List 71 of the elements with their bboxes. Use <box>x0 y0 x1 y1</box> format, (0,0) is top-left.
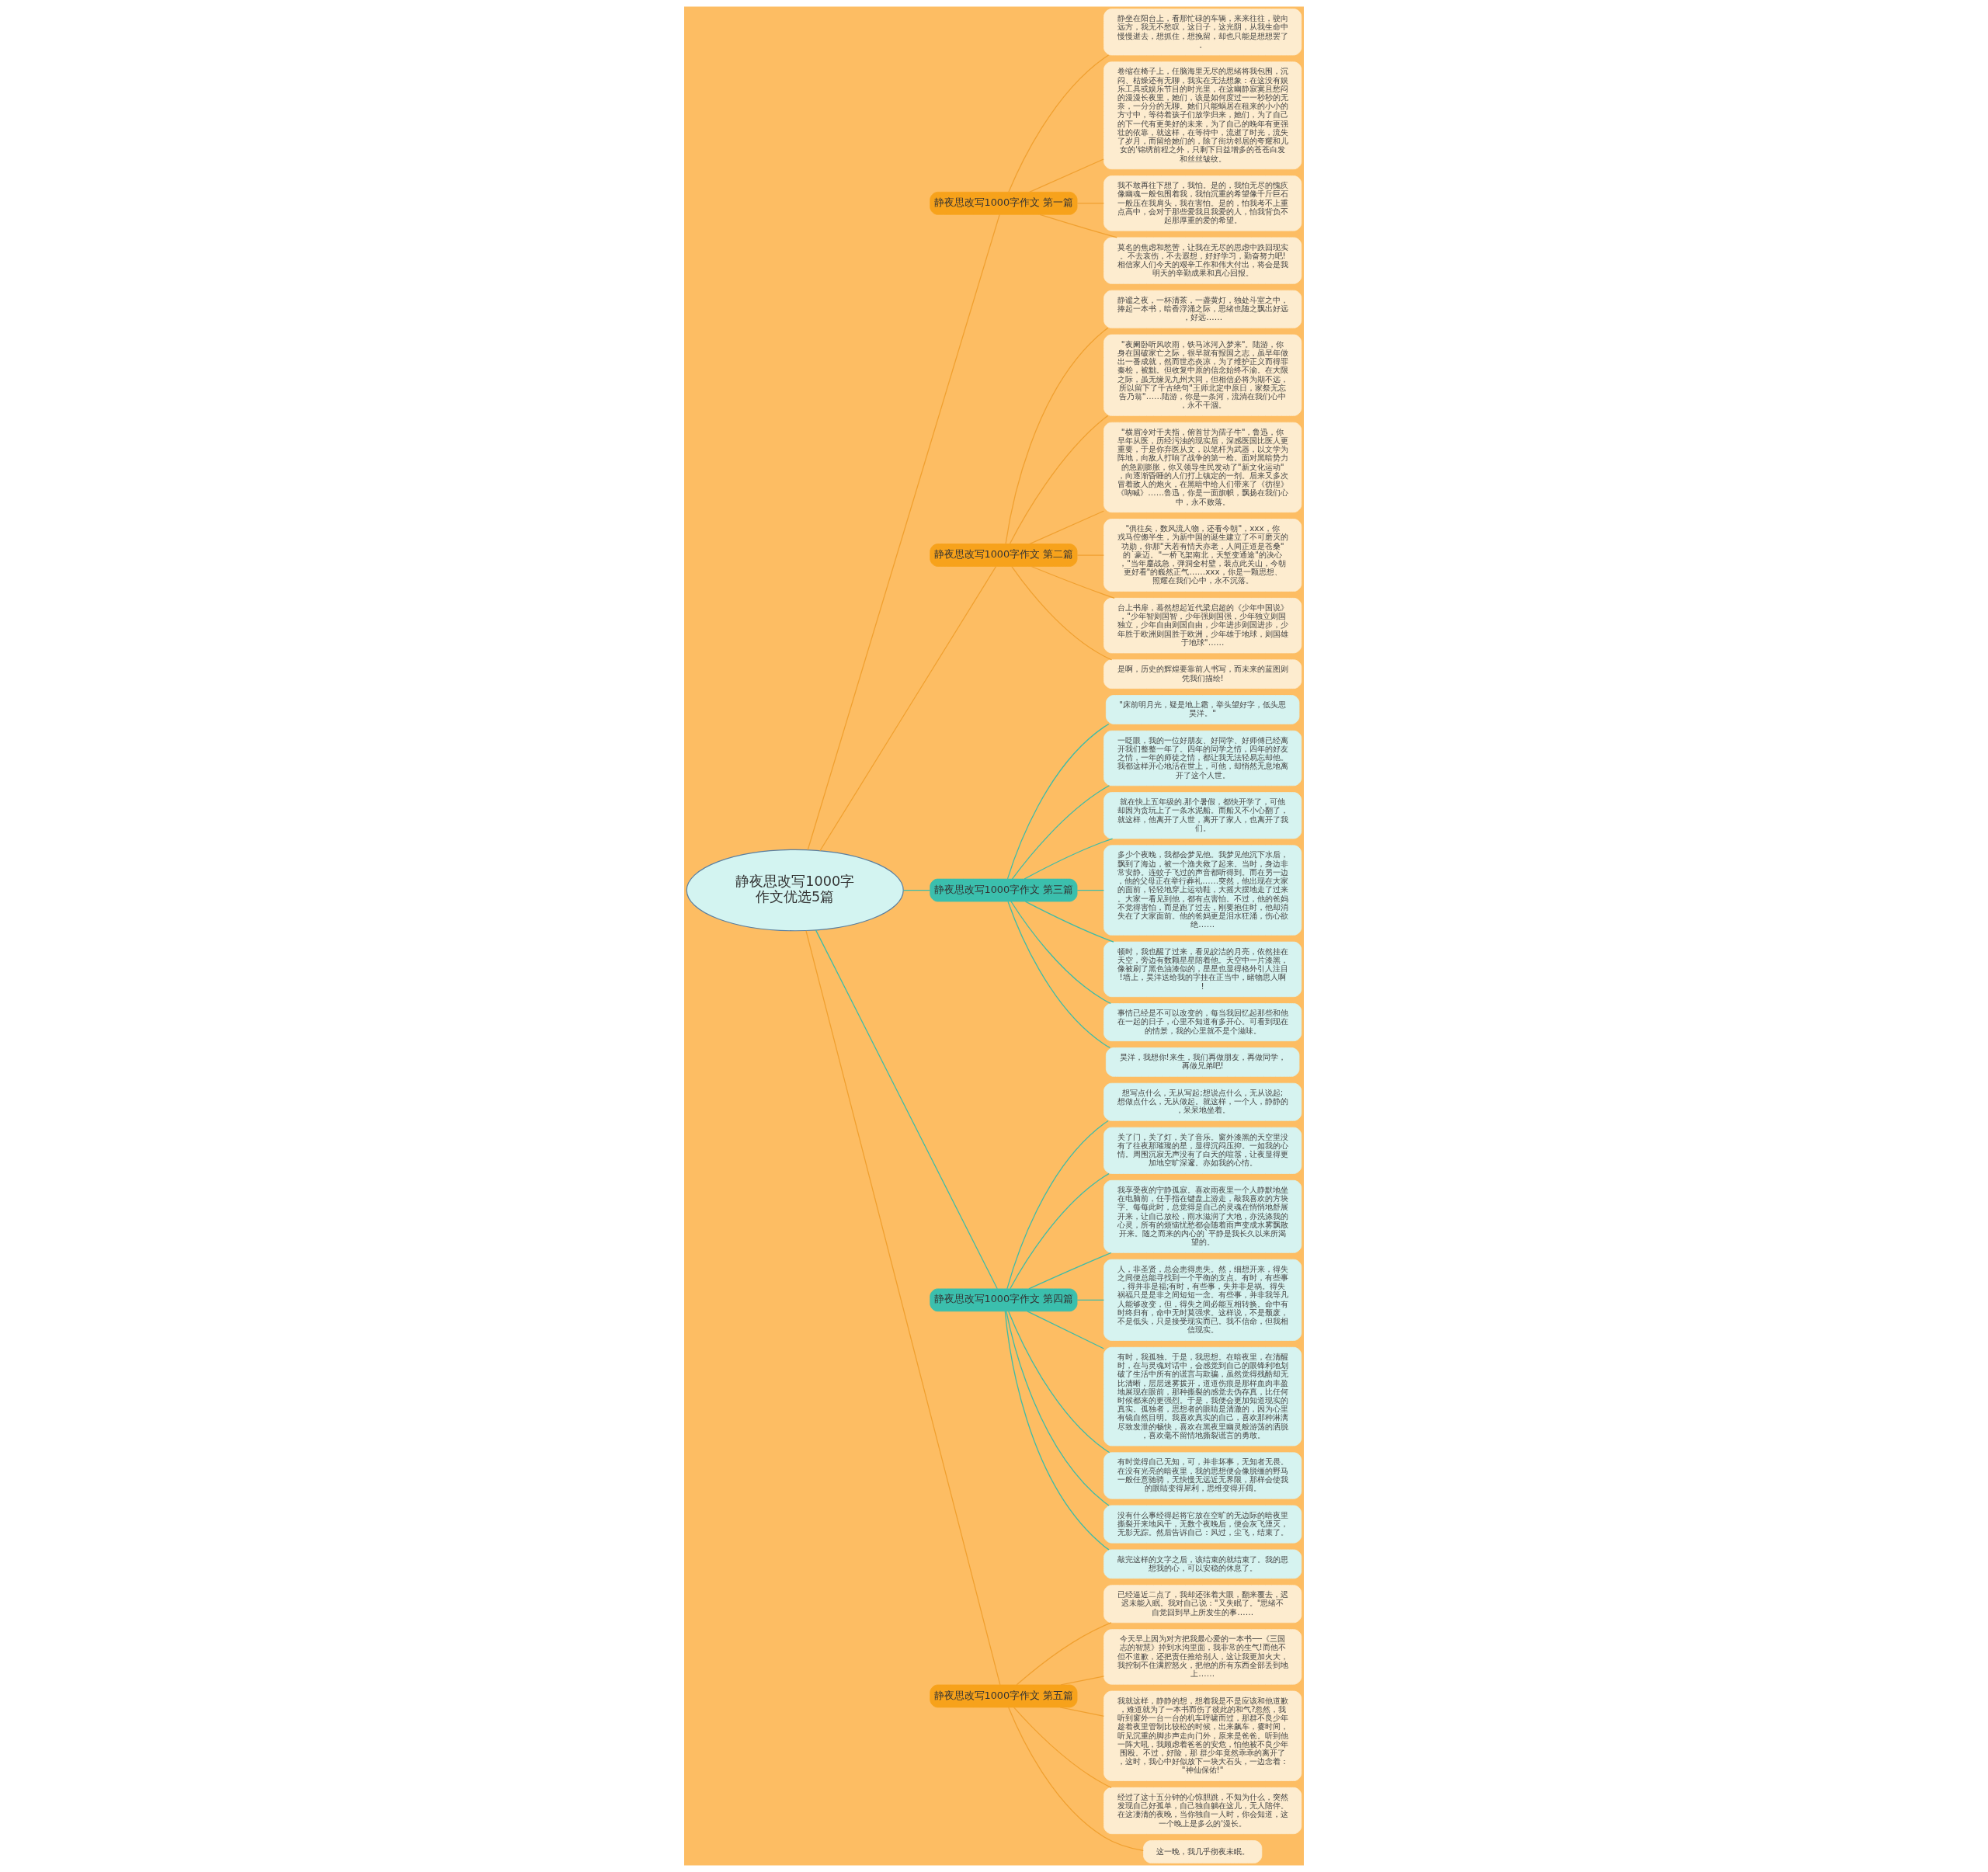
node-box: 是啊，历史的辉煌要靠前人书写，而未来的蓝图则凭我们描绘! <box>1103 659 1302 689</box>
node-box: 事情已经是不可以改变的，每当我回忆起那些和他在一起的日子，心里不知道有多开心。可看到现在的情景，我的心里就不是个滋味。 <box>1103 1003 1302 1042</box>
node-box: 静夜思改写1000字作文 第五篇 <box>930 1684 1078 1708</box>
connector <box>1027 1311 1104 1349</box>
connector <box>1029 510 1104 545</box>
node-box: "夜阑卧听风吹雨，铁马冰河入梦来"。陆游，你身在国破家亡之际，很早就有报国之志，虽早年做出一番成就，然而世态炎凉，为了维护正义而得罪秦桧，被黜。但收复中原的信念始终不渝。在大限之际，虽无缘见九州大同，但相信必将为期不远，所以留下了千古绝句"王师北定中原日，家祭无忘告乃翁"……陆游，你是一条河，流淌在我们心中，永不干涸。 <box>1103 334 1302 416</box>
connector <box>1076 1299 1105 1301</box>
node-box: 敲完这样的文字之后，该结束的就结束了。我的思想我的心，可以安稳的休息了。 <box>1103 1549 1302 1579</box>
connector <box>1013 1707 1112 1788</box>
connector <box>1008 54 1110 193</box>
connector <box>1076 889 1105 891</box>
node-box: 静夜思改写1000字作文 第三篇 <box>930 878 1078 902</box>
connector <box>1011 565 1113 661</box>
connector <box>902 889 931 891</box>
connector <box>1011 785 1110 880</box>
node-box: 静夜思改写1000字作文 第一篇 <box>930 192 1078 215</box>
node-box: 经过了这十五分钟的心惊胆跳，不知为什么，突然发现自己好孤单，自己独自躺在这儿，无人陪伴。在这凄清的夜晚，当你独自一人时，你会知道，这一个晚上是多么的'漫长。 <box>1103 1787 1302 1835</box>
connector <box>1008 1311 1110 1453</box>
node-box: "俱往矣，数风流人物，还看今朝"，xxx，你戎马倥偬半生，为新中国的诞生建立了不可磨灭的功勋，你那"天若有情天亦老，人间正道是苍桑"的`豪迈。"一桥飞架南北，天堑变通途"的决心，"当年鏖战急，弹洞全村壁，装点此关山，今朝更好看"的巍然正气……xxx，你是一颗思想、照耀在我们心中，永不沉落。 <box>1103 519 1302 592</box>
connector <box>815 929 998 1290</box>
node-box: 昊洋，我想你!来生，我们再做朋友，再做同学，再做兄弟吧! <box>1105 1047 1300 1077</box>
connector <box>1006 1311 1110 1506</box>
connector <box>1005 327 1109 544</box>
connector <box>1024 901 1114 943</box>
connector <box>1009 415 1109 545</box>
connector <box>1010 901 1111 1004</box>
connector <box>1060 1676 1105 1686</box>
node-box: 多少个夜晚，我都会梦见他。我梦见他沉下水后，飘到了海边，被一个渔夫救了起来。当时，身边非常安静。连蚊子飞过的声音都听得到。而在另一边，他的父母正在举行葬礼……突然，他出现在大家的面前，轻轻地穿上运动鞋，大摇大摆地走了过来。大家一看见到他，都有点害怕。不过，他的爸妈不觉得害怕，而是跑了过去，刚要抱住时，他却消失在了大家面前。他的爸妈更是泪水狂涌，伤心欲绝…… <box>1103 845 1302 936</box>
node-box: 我就这样，静静的想，想着我是不是应该和他道歉，难道就为了一本书而伤了彼此的和气?忽然，我听到窗外一台一台的机车呼啸而过，那群不良少年趁着夜里管制比较松的时候，出来飙车，霎时间，听见沉重的脚步声走向门外，原来是爸爸。听到他一阵大吼，我顾虑着爸爸的安危，怕他被不良少年围殴。不过，好险，那 群少年竟然乖乖的离开了，这时，我心中好似放下一块大石头，一边念着："神仙保佑!" <box>1103 1690 1302 1781</box>
node-box: 我不敢再往下想了，我怕。是的，我怕无尽的愧疚像幽魂一般包围着我，我怕沉重的希望像千斤巨石一般压在我肩头，我在害怕。是的，怕我考不上重点高中，会对于那些爱我且我爱的人，怕我背负不起那厚重的爱的希望。 <box>1103 175 1302 231</box>
node-box: 台上书扉，蓦然想起近代梁启超的《少年中国说》，"少年智则国智，少年强则国强，少年独立则国独立，少年自由则国自由，少年进步则国进步，少年胜于欧洲则国胜于欧洲，少年雄于地球，则国雄于地球"…… <box>1103 597 1302 654</box>
connector <box>1076 203 1105 204</box>
node-box: 卷缩在椅子上，任脑海里无尽的思绪将我包围，沉闷、枯燥还有无聊，我实在无法想象：在这没有娱乐工具或娱乐节目的时光里，在这幽静寂寞且愁闷的漫漫长夜里，她们，该是如何度过一一秒秒的无奈，一分分的无聊。她们只能蜗居在租来的小小的方寸中，等待着孩子们放学归来，她们，为了自己的下一代有更美好的未来，为了自己的晚年有更强壮的依靠，就这样，在等待中，流逝了时光，流失了岁月，而留给她们的，除了街坊邻居的夸耀和儿女的'锦绣前程之外，只剩下日益增多的苍苍白发和丝丝皱纹。 <box>1103 61 1302 170</box>
connector <box>1030 565 1115 599</box>
node-box: 关了门，关了灯，关了音乐。窗外漆黑的天空里没有了往夜那璀璨的星，显得沉闷压抑。一如我的心情。周围沉寂无声没有了白天的喧嚣，让夜显得更加地空旷深邃。亦如我的心情。 <box>1103 1127 1302 1174</box>
connector <box>1029 158 1104 193</box>
node-box: "床前明月光，疑是地上霜，举头望好字，低头思昊洋。" <box>1105 695 1300 724</box>
node-box: 有时，我孤独。于是，我思想。在暗夜里，在清醒时，在与灵魂对话中，会感觉到自己的眼锋利地划破了生活中所有的谎言与欺骗，虽然觉得残酷却无比清晰，层层迷雾拨开，道道伤痕是那样血肉丰盈地展现在眼前，那种撕裂的感觉去伪存真，比任何时候都来的更强烈。于是，我便会更加知道现实的真实。孤独者，思想者的眼睛是清澈的，因为心里有镜自然目明。我喜欢真实的自己，喜欢那种淋漓尽致发泄的畅快，喜欢在黑夜里幽灵般游荡的洒脱，喜欢毫不留情地撕裂谎言的勇敢。 <box>1103 1346 1302 1447</box>
connector <box>805 930 1001 1686</box>
node-box: 这一晚，我几乎彻夜未眠。 <box>1143 1840 1263 1863</box>
node-box: 今天早上因为对方把我最心爱的一本书──《三国志的智慧》掉到水沟里面，我非常的生气!而他不但不道歉，还把责任推给别人，这让我更加火大，我控制不住满腔怒火，把他的所有东西全部丢到地上…… <box>1103 1629 1302 1685</box>
node-box: 没有什么事经得起将它放在空旷的无边际的暗夜里撕裂开来地风干，无数个夜晚后，便会灰飞湮灭，无影无踪。然后告诉自己：风过，尘飞，结束了。 <box>1103 1505 1302 1544</box>
node-box: 人，非圣贤，总会患得患失。然，细想开来，得失之间便总能寻找到一个平衡的支点。有时，有些事，得并非是福;有时，有些事，失并非是祸。得失祸福只是是非之间短短一念。有些事，并非我等凡人能够改变，但，得失之间必能互相转换。命中有时终归有，命中无时莫强求。这样说，不是颓废，不是低头，只是接受现实而已。我不信命，但我相信现实。 <box>1103 1259 1302 1341</box>
connector <box>1039 214 1117 238</box>
node-box: 顿时，我也醒了过来，看见皎洁的月亮，依然挂在天空，旁边有数颗星星陪着他。天空中一片漆黑，像被刷了黑色油漆似的，星星也显得格外引人注目!墙上，昊洋送给我的字挂在正当中，睹物思人啊! <box>1103 941 1302 998</box>
connector <box>1076 554 1105 556</box>
node-box: 静谧之夜，一杯清茶，一盏黄灯，独处斗室之中，捧起一本书，暗香浮涌之际，思绪也随之飘出好远，好远…… <box>1103 290 1302 328</box>
node-box: 想写点什么，无从写起;想说点什么，无从说起;想做点什么，无从做起。就这样，一个人，静静的，呆呆地坐着。 <box>1103 1082 1302 1121</box>
connector <box>1010 1172 1110 1290</box>
connector <box>1004 1311 1110 1551</box>
connector <box>819 566 997 852</box>
connector <box>1006 723 1110 880</box>
node-box: 一眨眼，我的一位好朋友、好同学、好师傅已经离开我们整整一年了。四年的同学之情，四年的好友之情，一年的师徒之情，都让我无法轻易忘却他。我都这样开心地活在世上，可他，却悄然无息地离开了这个人世。 <box>1103 730 1302 787</box>
node-box: 莫名的焦虑和愁苦，让我在无尽的思虑中跌回现实。不去哀伤，不去遐想，好好学习，勤奋努力吧!相信家人们今天的艰辛工作和伟大付出，将会是我明天的辛勤成果和真心回报。 <box>1103 237 1302 284</box>
connector <box>1024 838 1114 880</box>
connector <box>1059 1707 1104 1717</box>
node-box: 静坐在阳台上，看那忙碌的车辆，来来往往，驶向远方，我无不愁叹，这日子，这光阴，从我生命中慢慢逝去，想抓住，想挽留，却也只能是想想罢了。 <box>1103 9 1302 56</box>
node-box: 已经逼近二点了，我却还张着大眼，翻来覆去，迟迟未能入眠。我对自己说："又失眠了。"思绪不自觉回到早上所发生的事…… <box>1103 1585 1302 1624</box>
connector <box>1008 1707 1144 1852</box>
connector <box>1006 1120 1109 1290</box>
node-box: 静夜思改写1000字作文 第二篇 <box>930 544 1078 567</box>
node-box: 就在快上五年级的.那个暑假，都快开学了，可他却因为贪玩上了一条水泥船。而船又不小心翻了，就这样，他离开了人世，离开了家人，也离开了我们。 <box>1103 792 1302 839</box>
connector <box>807 214 1000 851</box>
connector <box>1028 1252 1112 1290</box>
connector <box>1016 1622 1112 1686</box>
node-ellipse: 静夜思改写1000字作文优选5篇 <box>686 849 904 932</box>
node-box: "横眉冷对千夫指，俯首甘为孺子牛"，鲁迅，你早年从医，历经污浊的现实后，深感医国比医人更重要，于是你弃医从文，以笔杆为武器，以文学为阵地，向敌人打响了战争的第一枪。面对黑暗势力的急剧膨胀，你又领导生民发动了"新文化运动"，向逐渐昏睡的人们打上镇定的一剂。后来又多次冒着敌人的炮火，在黑暗中给人们带来了《彷徨》《呐喊》……鲁迅，你是一面旗帜，飘扬在我们心中，永不败落。 <box>1103 422 1302 513</box>
node-box: 有时觉得自己无知，可，并非坏事，无知者无畏。在没有光亮的暗夜里，我的思想便会像脱缰的野马一般任意驰骋，无快慢无远近无界限，那样会使我的眼睛变得犀利，思维变得开阔。 <box>1103 1452 1302 1499</box>
node-box: 静夜思改写1000字作文 第四篇 <box>930 1288 1078 1312</box>
node-box: 我享受夜的宁静孤寂。喜欢雨夜里一个人静默地坐在电脑前，任手指在键盘上游走，敲我喜欢的方块字。每每此时，总觉得是自己的灵魂在悄悄地舒展开来，让自己放松，雨水滋润了大地，亦洗涤我的心灵，所有的烦恼忧愁都会随着雨声变成水雾飘散开来。随之而来的内心的`平静是我长久以来所渴望的。 <box>1103 1179 1302 1253</box>
connector <box>1007 901 1110 1048</box>
